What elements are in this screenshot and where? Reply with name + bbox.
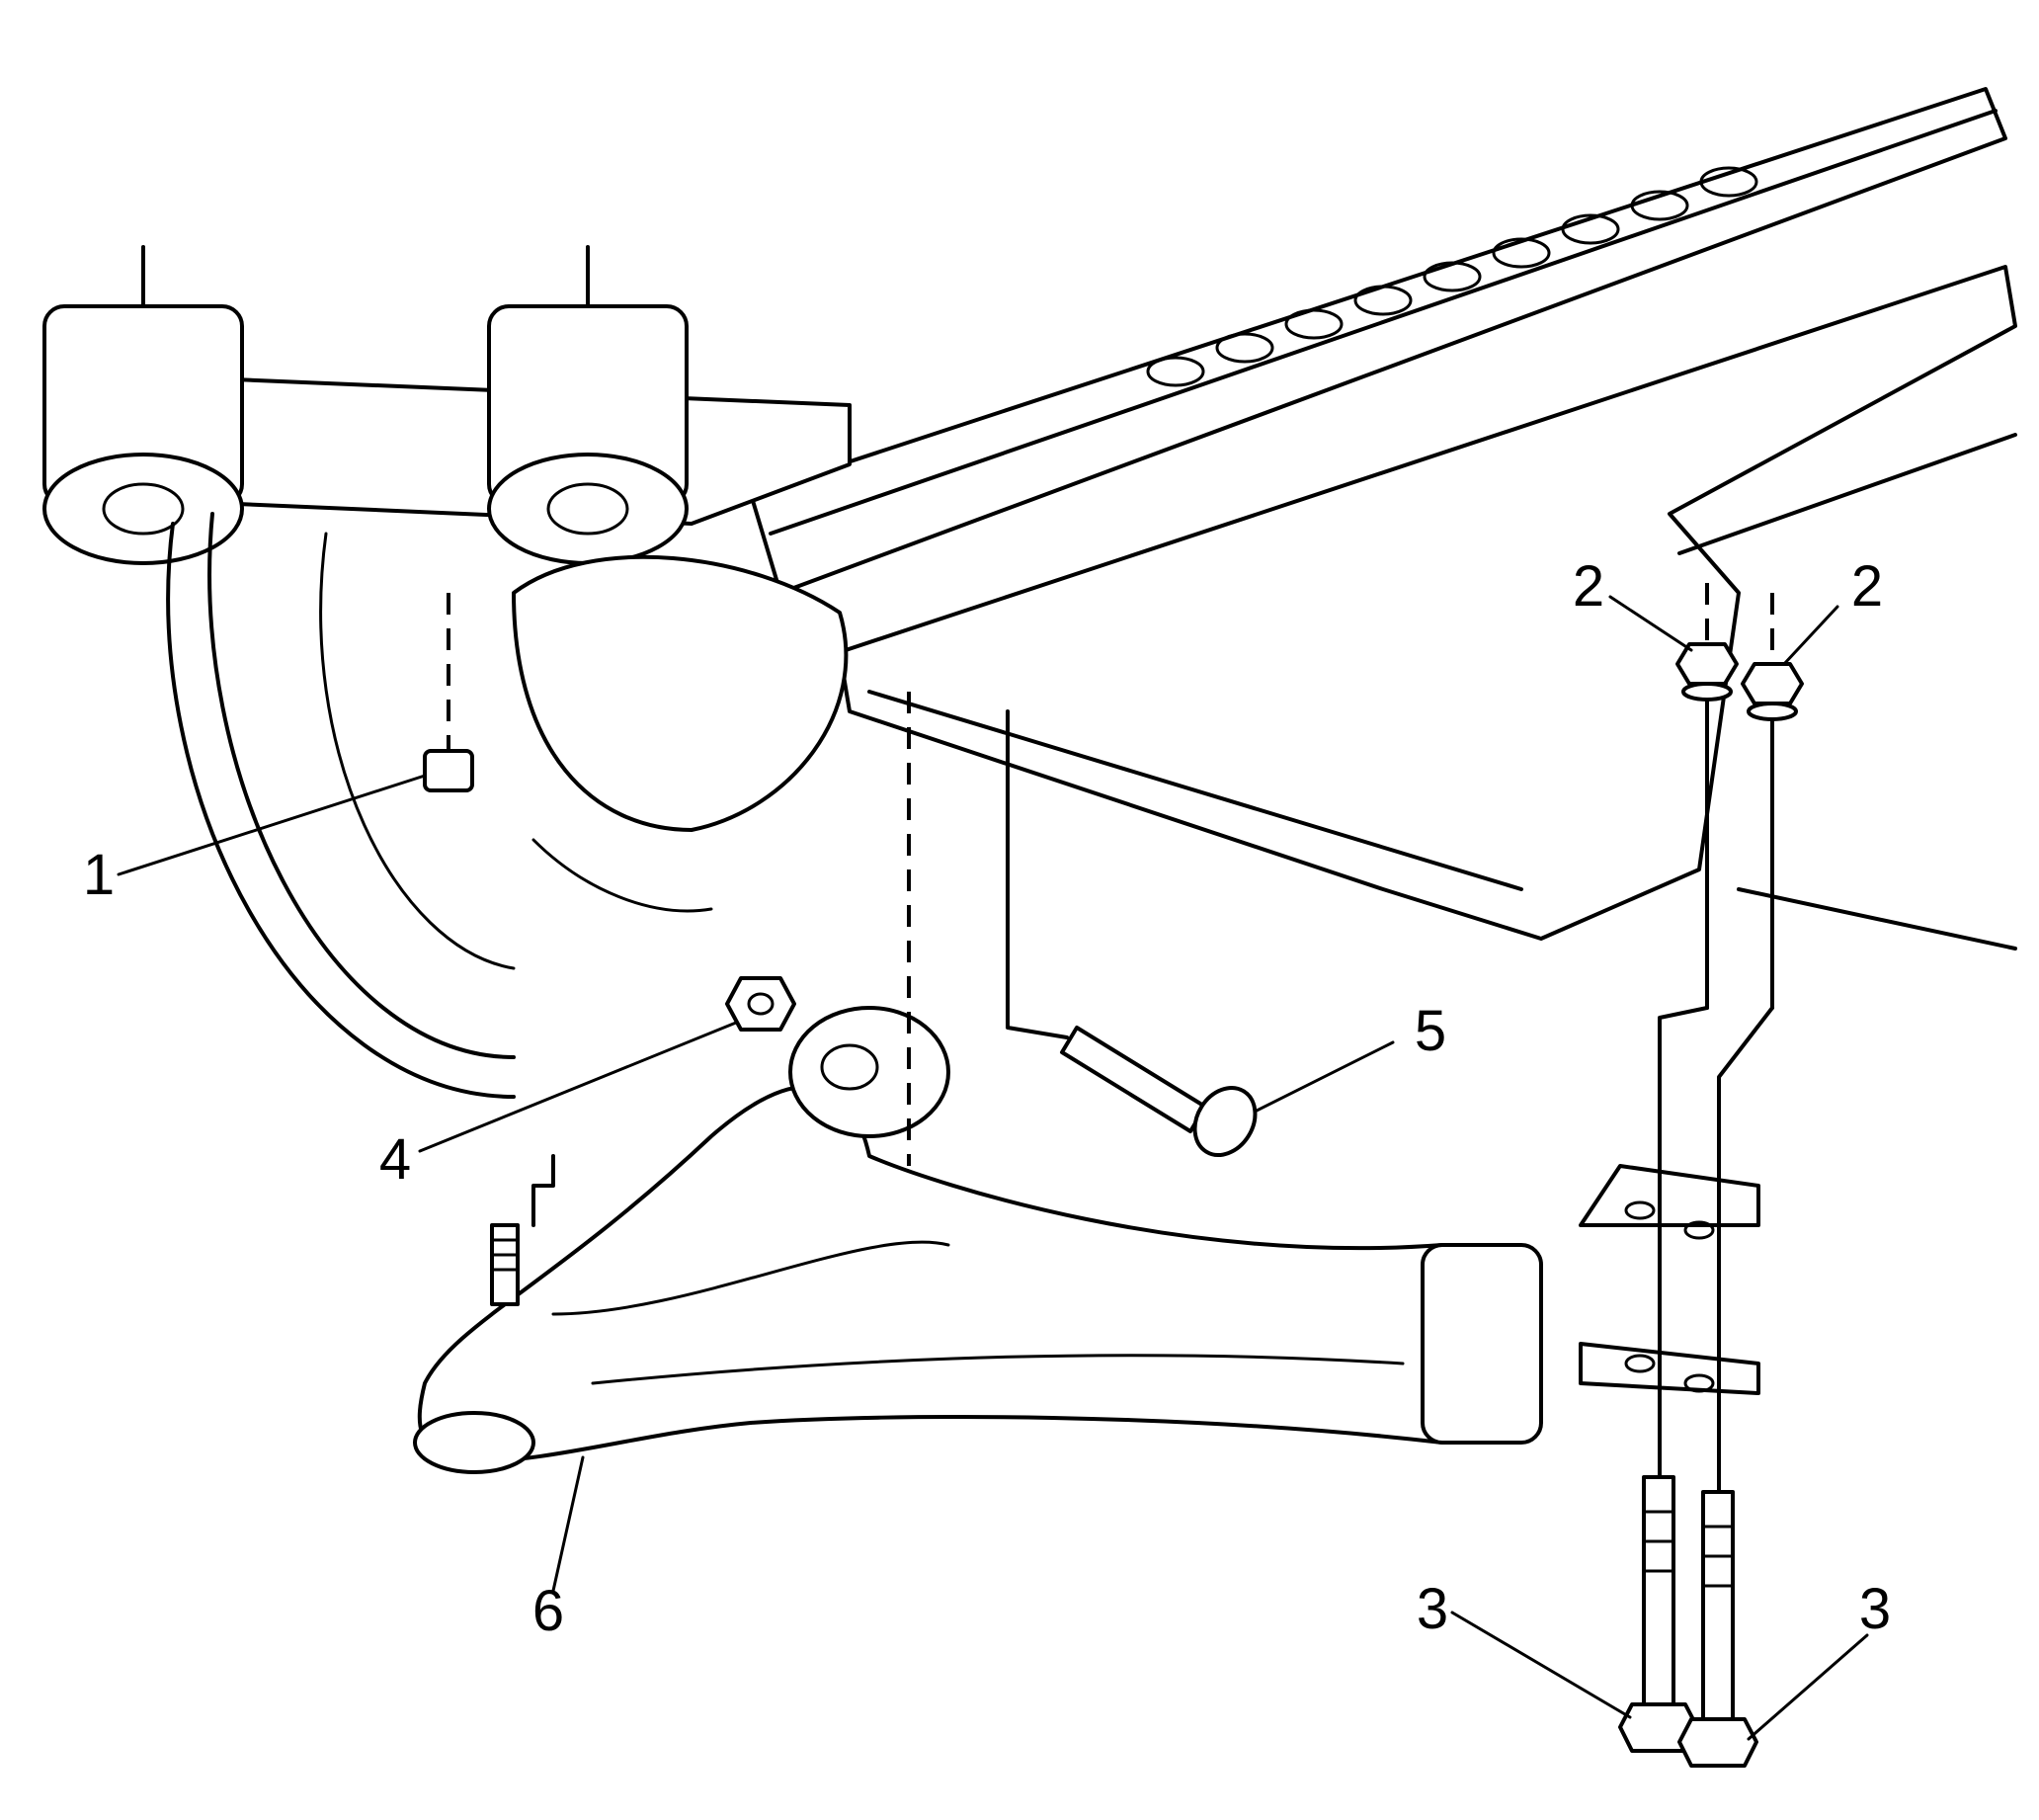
ball-joint-stud xyxy=(490,1223,520,1306)
brake-rotor xyxy=(166,512,516,1099)
bolt-part-5 xyxy=(907,692,1258,1166)
nut-part-1 xyxy=(423,593,474,792)
callout-4: 4 xyxy=(379,1127,411,1192)
mounting-bracket xyxy=(1579,1164,1760,1395)
nuts-part-2 xyxy=(1658,583,1804,1593)
steering-knuckle xyxy=(512,554,849,913)
callout-3-left: 3 xyxy=(1417,1577,1448,1641)
nut-part-4 xyxy=(531,976,796,1227)
upper-control-arm xyxy=(42,245,852,565)
callout-2-left: 2 xyxy=(1573,554,1604,619)
callout-labels: 1 2 2 3 3 4 5 6 xyxy=(83,554,1891,1643)
upper-arm-bushing-right xyxy=(487,245,689,565)
upper-arm-bushing-left xyxy=(42,245,244,565)
lower-control-arm xyxy=(413,1006,1543,1474)
frame-rail xyxy=(749,87,2017,951)
callout-6: 6 xyxy=(532,1579,564,1643)
frame-slots xyxy=(1146,166,1758,387)
callout-2-right: 2 xyxy=(1851,554,1883,619)
callout-5: 5 xyxy=(1415,999,1446,1063)
bolts-part-3 xyxy=(1618,1475,1758,1768)
callout-1: 1 xyxy=(83,843,115,907)
callout-3-right: 3 xyxy=(1859,1577,1891,1641)
leader-lines xyxy=(117,595,1869,1741)
